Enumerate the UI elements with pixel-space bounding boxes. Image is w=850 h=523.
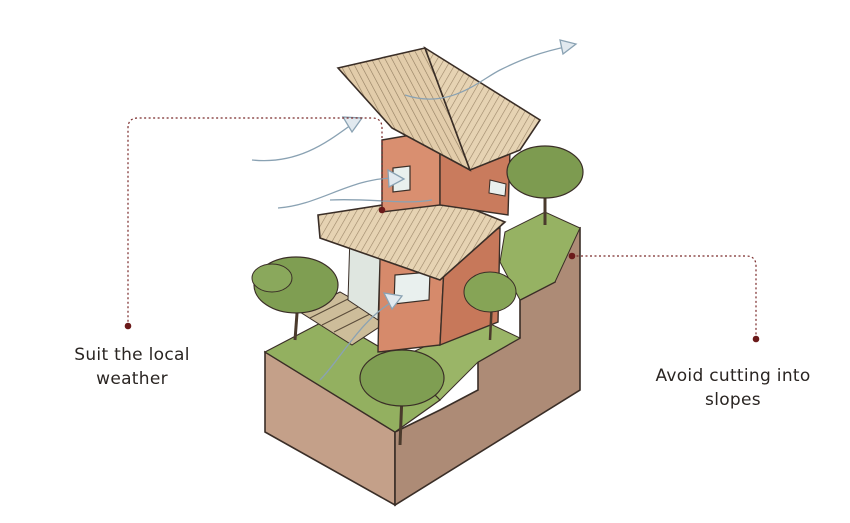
wind-arrowhead-3 (559, 39, 578, 56)
leader-weather-dot-top (378, 206, 386, 214)
annotation-line: slopes (705, 390, 761, 410)
upper-side-window (488, 179, 507, 197)
leader-slopes-dot-top (568, 252, 576, 260)
tree-middle (463, 271, 517, 341)
tree-front (359, 349, 445, 446)
annotation-line: weather (96, 369, 168, 389)
leader-weather (127, 117, 383, 326)
wind-arrowhead-4 (382, 292, 404, 311)
wind-arrow-mid-left (277, 177, 396, 209)
wind-arrows (251, 39, 578, 381)
tree-left (251, 256, 339, 341)
butterfly-roof (336, 46, 542, 172)
tree-right (506, 145, 584, 225)
annotation-line: Suit the local (74, 345, 190, 365)
annotation-avoid-cutting-slopes: Avoid cutting into slopes (628, 364, 838, 412)
roof-right-wing (423, 46, 542, 172)
annotation-line: Avoid cutting into (655, 366, 811, 386)
wind-arrow-roof-exit (404, 45, 571, 100)
leader-slopes-dot-bottom (752, 335, 760, 343)
wind-arrow-lower-left (329, 199, 433, 203)
terrain-block (263, 211, 581, 507)
wind-arrow-ground (319, 299, 396, 381)
leader-slopes (572, 255, 757, 338)
wind-arrowhead-1 (341, 116, 364, 134)
leader-lines (124, 117, 760, 343)
leader-weather-dot-bottom (124, 322, 132, 330)
wind-arrowhead-2 (387, 168, 406, 189)
wind-arrow-upper-left (251, 121, 356, 162)
annotation-suit-local-weather: Suit the local weather (52, 343, 212, 391)
